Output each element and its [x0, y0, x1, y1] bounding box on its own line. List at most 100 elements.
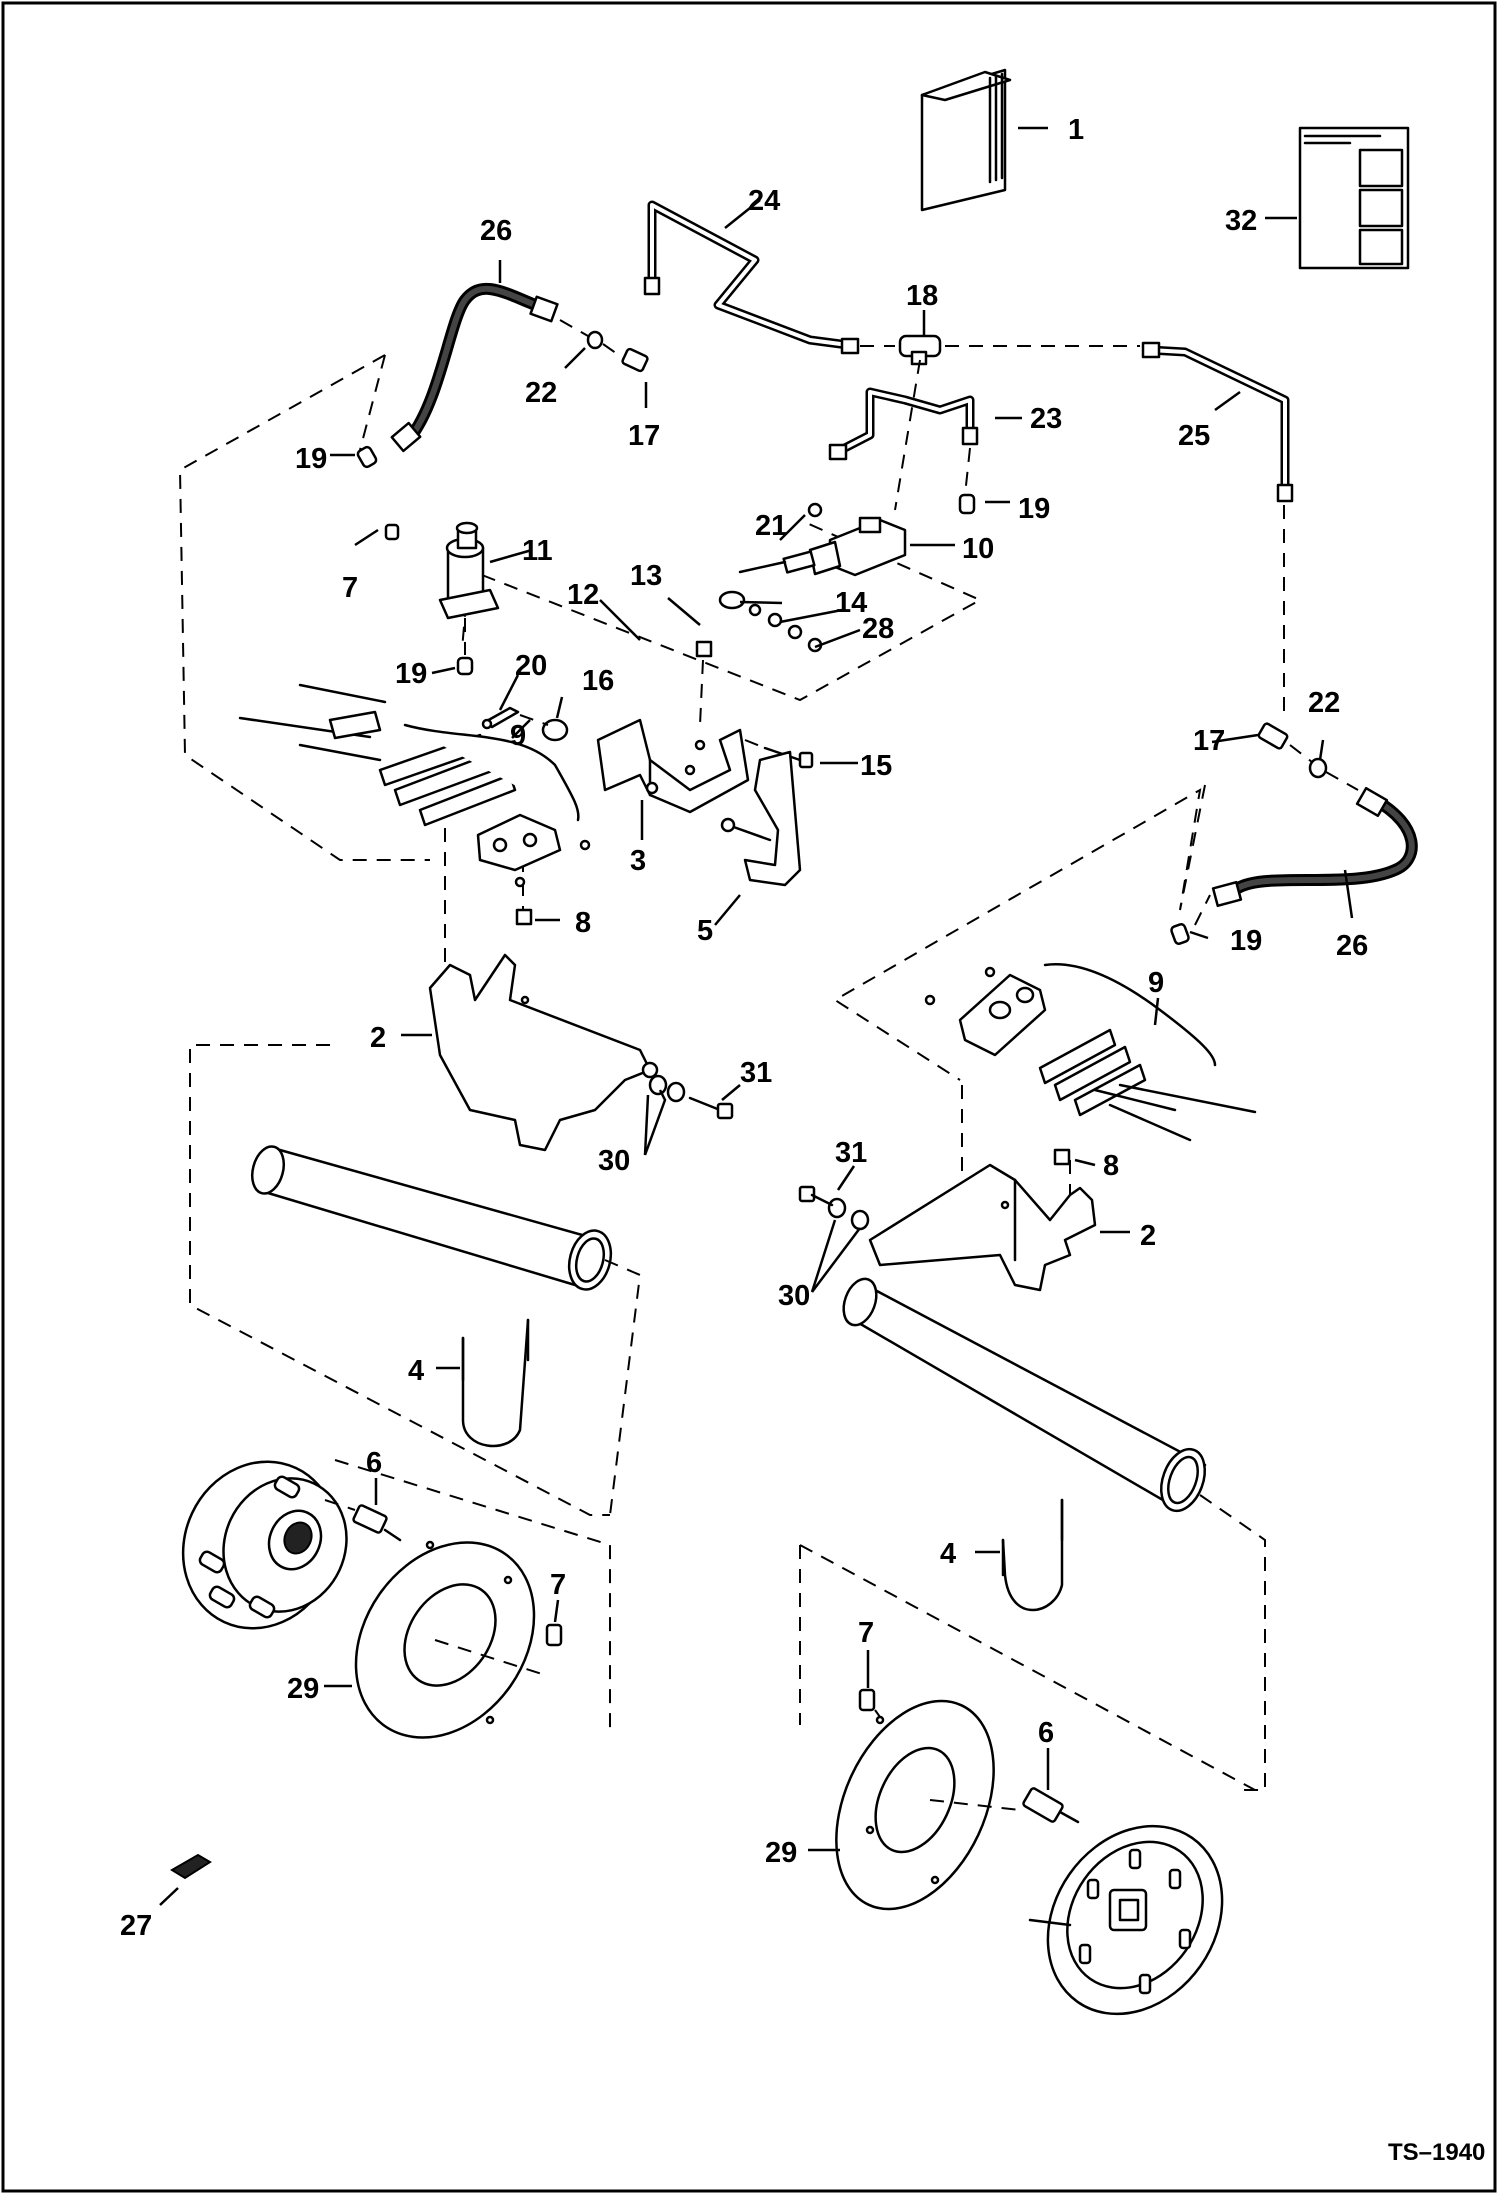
- callout-7-top: 7: [342, 572, 358, 604]
- callout-1: 1: [1068, 114, 1084, 146]
- callout-28: 28: [862, 613, 894, 645]
- part-29-disc-right: [835, 1699, 995, 1911]
- part-31-bolt-right: [798, 1185, 834, 1207]
- part-21-nut: [807, 502, 823, 518]
- part-6-stud-left: [352, 1504, 402, 1542]
- callout-17-left: 17: [628, 420, 660, 452]
- callout-6-left: 6: [366, 1447, 382, 1479]
- callout-19-right: 19: [1230, 925, 1262, 957]
- callout-4-right: 4: [940, 1538, 956, 1570]
- callout-8-left: 8: [575, 907, 591, 939]
- callout-19-cylinder: 19: [1018, 493, 1050, 525]
- figure-code: TS–1940: [1388, 2139, 1485, 2166]
- part-7-screw-left: [545, 1623, 563, 1647]
- callout-31-left: 31: [740, 1057, 772, 1089]
- part-11-reservoir: [438, 521, 500, 620]
- callout-29-left: 29: [287, 1673, 319, 1705]
- part-24-tube: [643, 200, 860, 355]
- callout-20: 20: [515, 650, 547, 682]
- callout-29-right: 29: [765, 1837, 797, 1869]
- part-2-bracket-right: [868, 1163, 1097, 1292]
- callout-10: 10: [962, 533, 994, 565]
- callout-labels: 1 32 26 22 17 24 18 23 25 19 10 11 7 19 …: [120, 114, 1485, 2166]
- hub-right: [1028, 1824, 1224, 2016]
- part-3-bracket: [596, 718, 750, 814]
- callout-22-right: 22: [1308, 687, 1340, 719]
- callout-17-right: 17: [1193, 725, 1225, 757]
- part-23-tube: [828, 387, 979, 461]
- part-8-nut-left: [515, 908, 533, 926]
- callout-26-right: 26: [1336, 930, 1368, 962]
- part-26-hose-left: [390, 282, 559, 453]
- callout-23: 23: [1030, 403, 1062, 435]
- callout-24: 24: [748, 185, 780, 217]
- part-22-washer-left: [586, 330, 604, 350]
- part-19-fitting-reservoir: [456, 656, 474, 676]
- part-25-tube: [1141, 341, 1294, 503]
- part-32-decal: [1298, 126, 1410, 270]
- callout-30-left: 30: [598, 1145, 630, 1177]
- callout-19-reservoir: 19: [395, 658, 427, 690]
- axle-tube-left: [250, 1145, 613, 1291]
- part-7-screw-top: [384, 523, 400, 541]
- part-29-disc-left: [354, 1540, 536, 1739]
- callout-2-right: 2: [1140, 1220, 1156, 1252]
- callout-2-left: 2: [370, 1022, 386, 1054]
- callout-8-right: 8: [1103, 1150, 1119, 1182]
- part-20-pin: [481, 706, 520, 730]
- callout-7-right: 7: [858, 1617, 874, 1649]
- part-6-stud-right: [1022, 1787, 1080, 1824]
- part-14-washers: [718, 590, 823, 653]
- callout-12: 12: [567, 579, 599, 611]
- callout-15: 15: [860, 750, 892, 782]
- leader-lines: [159, 126, 1354, 1906]
- callout-3: 3: [630, 845, 646, 877]
- callout-9-right: 9: [1148, 967, 1164, 999]
- part-13-nut: [695, 640, 713, 658]
- callout-21: 21: [755, 510, 787, 542]
- part-26-hose-right: [1211, 786, 1418, 908]
- part-19-fitting-cylinder: [958, 493, 976, 515]
- part-1-manual: [920, 68, 1012, 212]
- callout-14: 14: [835, 587, 867, 619]
- callout-25: 25: [1178, 420, 1210, 452]
- part-10-master-cylinder: [738, 516, 907, 577]
- callout-5: 5: [697, 915, 713, 947]
- callout-22-left: 22: [525, 377, 557, 409]
- part-7-screw-right: [858, 1688, 876, 1712]
- part-9-caliper-left: [238, 683, 591, 888]
- part-31-bolt-left: [688, 1096, 734, 1120]
- callout-32: 32: [1225, 205, 1257, 237]
- part-5-pedal: [720, 750, 802, 887]
- part-17-fitting-right: [1257, 722, 1289, 750]
- part-2-bracket-left: [428, 953, 659, 1152]
- callout-4-left: 4: [408, 1355, 424, 1387]
- part-16-washer: [541, 718, 569, 742]
- callout-19-top-left: 19: [295, 443, 327, 475]
- part-4-ubolt-left: [461, 1318, 530, 1448]
- part-17-fitting-left: [621, 347, 649, 373]
- callout-9-left: 9: [510, 720, 526, 752]
- axle-tube-right: [842, 1277, 1207, 1513]
- part-22-washer-right: [1308, 757, 1328, 779]
- callout-16: 16: [582, 665, 614, 697]
- part-18-tee: [898, 334, 942, 366]
- part-19-fitting-top-left: [356, 445, 378, 469]
- callout-7-left: 7: [550, 1569, 566, 1601]
- hub-left: [181, 1460, 348, 1630]
- callout-18: 18: [906, 280, 938, 312]
- callout-13: 13: [630, 560, 662, 592]
- part-27-key: [170, 1853, 212, 1880]
- callout-11: 11: [522, 535, 553, 567]
- part-19-fitting-right: [1170, 923, 1190, 945]
- callout-27: 27: [120, 1910, 152, 1942]
- part-4-ubolt-right: [1001, 1498, 1064, 1612]
- callout-31-right: 31: [835, 1137, 867, 1169]
- callout-26-left: 26: [480, 215, 512, 247]
- part-30-lockwashers-left: [648, 1074, 686, 1103]
- callout-6-right: 6: [1038, 1717, 1054, 1749]
- callout-30-right: 30: [778, 1280, 810, 1312]
